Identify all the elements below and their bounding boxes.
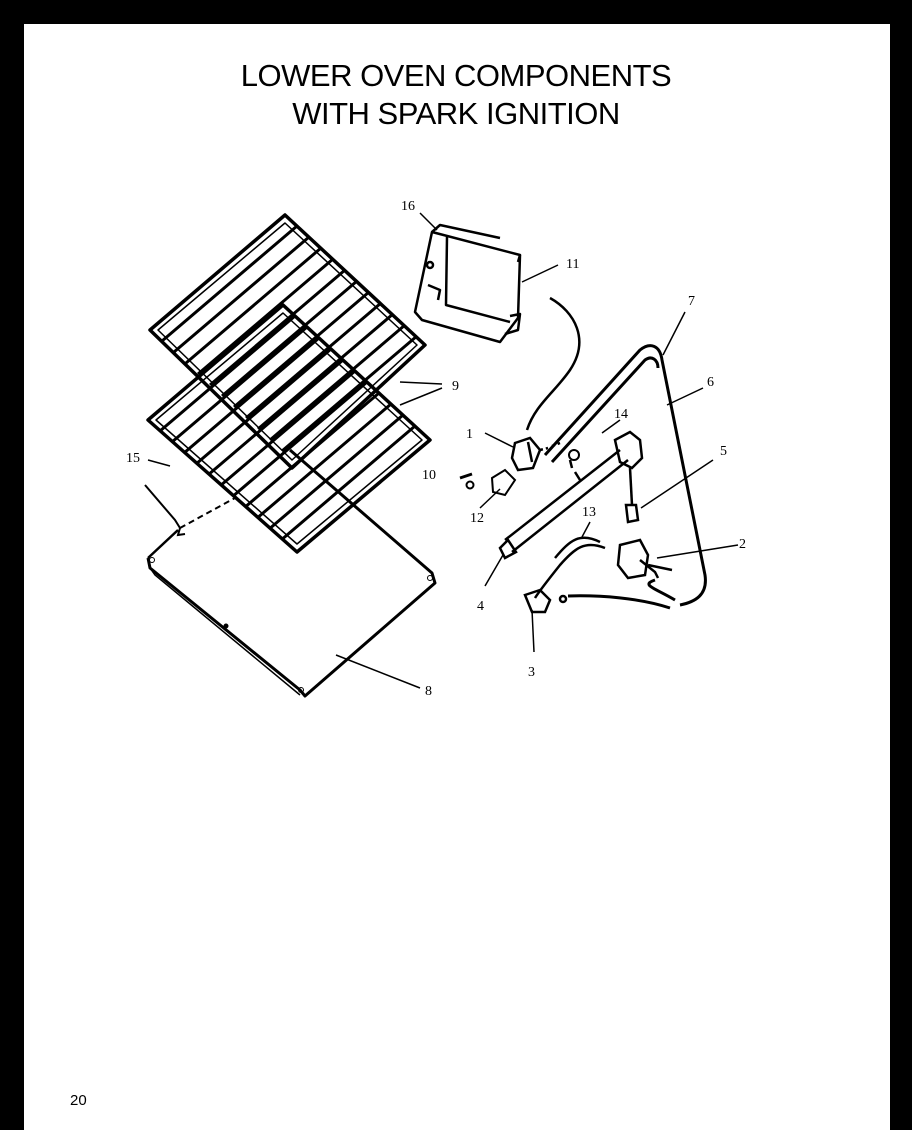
oven-bottom-panel	[146, 448, 437, 698]
oven-rack-lower	[146, 303, 432, 554]
spark-ignition-module	[413, 223, 522, 344]
callout-2: 2	[739, 537, 746, 552]
callout-8: 8	[425, 684, 432, 699]
page-title-line-2: WITH SPARK IGNITION	[292, 96, 620, 131]
callout-12: 12	[470, 511, 484, 526]
callout-4: 4	[477, 599, 484, 614]
burner-baffle-bracket	[144, 484, 236, 537]
oven-rack-upper	[148, 213, 427, 470]
callout-leaders	[147, 212, 739, 689]
callout-3: 3	[528, 665, 535, 680]
callout-1: 1	[466, 427, 473, 442]
callout-11: 11	[566, 257, 579, 272]
gas-supply-tube	[523, 536, 606, 614]
callout-9: 9	[452, 379, 459, 394]
callout-6: 6	[707, 375, 714, 390]
page-number: 20	[70, 1092, 87, 1109]
burner-orifice-holder	[613, 430, 644, 524]
oven-safety-valve	[616, 538, 673, 580]
callout-10: 10	[422, 468, 436, 483]
callout-5: 5	[720, 444, 727, 459]
callout-14: 14	[614, 407, 628, 422]
thermostat-capillary-tube	[543, 344, 707, 610]
callout-15: 15	[126, 451, 140, 466]
page-sheet	[24, 24, 890, 1130]
callout-7: 7	[688, 294, 695, 309]
oven-burner-tube	[498, 449, 629, 560]
callout-13: 13	[582, 505, 596, 520]
page-title-line-1: LOWER OVEN COMPONENTS	[240, 58, 672, 93]
spark-igniter	[459, 296, 581, 497]
callout-16: 16	[401, 199, 415, 214]
